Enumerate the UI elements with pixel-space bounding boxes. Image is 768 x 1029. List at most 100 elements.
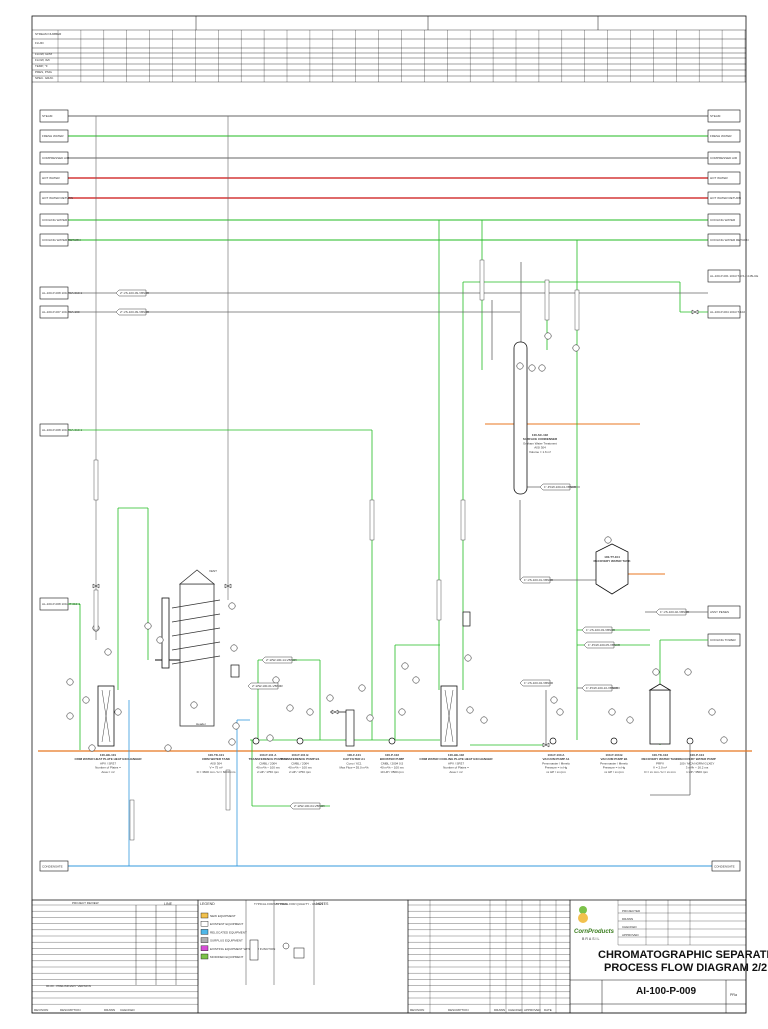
instrument-bubble[interactable] — [516, 362, 524, 370]
instrument-bubble[interactable] — [272, 676, 280, 684]
connector-right-0[interactable]: AL-100-P-001 100-FT-3.5-2.0-BLUE — [707, 269, 758, 283]
utility-right-label: FRESH WATER — [710, 134, 732, 138]
instrument-bubble[interactable] — [228, 602, 236, 610]
instrument-bubble[interactable] — [366, 714, 374, 722]
instrument-bubble[interactable] — [104, 648, 112, 656]
revision-note: 00-00 - PRELIMINARY VERSION — [46, 984, 91, 988]
condensate-left[interactable]: CONDENSATE — [39, 860, 69, 872]
line-tag[interactable]: 1"-PCW-100-04-VBN0R — [539, 483, 577, 491]
instrument-bubble[interactable] — [398, 708, 406, 716]
instrument-bubble[interactable] — [550, 696, 558, 704]
recovery-water-pump[interactable] — [686, 737, 694, 745]
line-tag[interactable]: 1"-VS-100-04-VBN0R — [519, 679, 554, 687]
instrument-bubble[interactable] — [412, 676, 420, 684]
utility-left-6[interactable]: COOLING WATER RETURN — [39, 233, 81, 247]
instrument-bubble[interactable] — [232, 722, 240, 730]
line-tag[interactable]: 1"-PCW-100-05-VBN0R — [583, 641, 621, 649]
utility-right-5[interactable]: COOLING WATER — [707, 213, 741, 227]
booster-pump[interactable] — [388, 737, 396, 745]
utility-right-3[interactable]: HOT WATER — [707, 171, 741, 185]
instrument-bubble[interactable] — [164, 744, 172, 752]
instrument-bubble[interactable] — [114, 708, 122, 716]
equipment-label-line: BOOSTER PUMP — [380, 757, 404, 761]
valve[interactable] — [691, 309, 699, 315]
instrument-bubble[interactable] — [190, 701, 198, 709]
line-tag[interactable]: 2"-WW-100-04-VBN0R — [289, 802, 326, 810]
condensate-right[interactable]: CONDENSATE — [711, 860, 741, 872]
instrument-bubble[interactable] — [556, 708, 564, 716]
utility-left-5[interactable]: COOLING WATER — [39, 213, 69, 227]
instrument-bubble[interactable] — [720, 736, 728, 744]
instrument-bubble[interactable] — [82, 696, 90, 704]
surface-condenser[interactable] — [513, 341, 528, 495]
utility-right-1[interactable]: FRESH WATER — [707, 129, 741, 143]
instrument-bubble[interactable] — [684, 668, 692, 676]
vacuum-pump-a1[interactable] — [549, 737, 557, 745]
line-tag[interactable]: 1"-PCW-100-10-VBN0R — [581, 684, 619, 692]
line-tag[interactable]: 2"-WW-100-01-VBN0R — [247, 682, 284, 690]
valve[interactable] — [542, 742, 550, 748]
instrument-bubble[interactable] — [286, 704, 294, 712]
instrument-bubble[interactable] — [401, 662, 409, 670]
utility-left-3[interactable]: HOT WATER — [39, 171, 69, 185]
recovery-water-tank-upper[interactable] — [595, 543, 629, 595]
instrument-bubble[interactable] — [230, 644, 238, 652]
line-tag[interactable]: 2"-VS-100-09-VBN0R — [115, 289, 150, 297]
line-tag[interactable]: 1"-VS-100-01-VBN0R — [519, 576, 554, 584]
utility-right-6[interactable]: COOLING WATER RETURN — [707, 233, 749, 247]
line-tag[interactable]: 2"-WW-100-14-VBN0R — [261, 656, 298, 664]
valve[interactable] — [331, 709, 339, 715]
instrument-bubble[interactable] — [466, 706, 474, 714]
instrument-bubble[interactable] — [604, 536, 612, 544]
connector-right-2[interactable]: ASSY PENES — [707, 605, 741, 619]
utility-left-1[interactable]: FRESH WATER — [39, 129, 69, 143]
utility-left-2[interactable]: COMPRESSED AIR — [39, 151, 70, 165]
connector-right-3[interactable]: COOLING TOWER — [707, 633, 741, 647]
instrument-bubble[interactable] — [66, 678, 74, 686]
connector-right-1[interactable]: AL-100-P-004 100-FT-102 — [707, 305, 745, 319]
utility-left-4[interactable]: HOT WATER RETURN — [39, 191, 73, 205]
instrument-bubble[interactable] — [480, 716, 488, 724]
transfer-pump-b1[interactable] — [296, 737, 304, 745]
recovery-water-tank[interactable] — [649, 689, 671, 745]
instrument-bubble[interactable] — [608, 708, 616, 716]
transfer-pump-a1[interactable] — [252, 737, 260, 745]
instrument-bubble[interactable] — [626, 716, 634, 724]
instrument-bubble[interactable] — [326, 694, 334, 702]
instrument-bubble[interactable] — [652, 668, 660, 676]
instrument-bubble[interactable] — [144, 622, 152, 630]
drawing-title-1: CHROMATOGRAPHIC SEPARATION — [598, 949, 768, 961]
vacuum-pump-b1[interactable] — [610, 737, 618, 745]
instrument-bubble[interactable] — [88, 744, 96, 752]
instrument-bubble[interactable] — [538, 364, 546, 372]
instrument-bubble[interactable] — [66, 712, 74, 720]
company-name: CornProducts — [574, 929, 615, 935]
line-tag[interactable]: 1"-VS-100-02-VBN0R — [655, 608, 690, 616]
line-tag[interactable]: 1"-VS-100-03-VBN0R — [581, 626, 616, 634]
instrument-bubble[interactable] — [306, 708, 314, 716]
instrument-bubble[interactable] — [544, 332, 552, 340]
tank-agitator-motor[interactable] — [230, 664, 240, 678]
flow-meter[interactable] — [462, 611, 471, 627]
instrument-bubble[interactable] — [358, 684, 366, 692]
valve[interactable] — [224, 583, 232, 589]
instrument-bubble[interactable] — [572, 344, 580, 352]
stream-table — [32, 29, 746, 83]
instrument-bubble[interactable] — [156, 636, 164, 644]
utility-right-2[interactable]: COMPRESSED AIR — [707, 151, 741, 165]
instrument-bubble[interactable] — [708, 708, 716, 716]
crim-water-tank[interactable] — [179, 583, 215, 727]
valve[interactable] — [92, 583, 100, 589]
instrument-bubble[interactable] — [266, 734, 274, 742]
utility-right-0[interactable]: STEAM — [707, 109, 741, 123]
instrument-bubble[interactable] — [464, 654, 472, 662]
utility-right-4[interactable]: HOT WATER RETURN — [707, 191, 741, 205]
instrument-bubble[interactable] — [228, 738, 236, 746]
cap-filter-a1[interactable] — [345, 709, 355, 747]
utility-left-0[interactable]: STEAM — [39, 109, 69, 123]
line-tag[interactable]: 2"-VS-100-09-VBN0R — [115, 308, 150, 316]
connector-left-2[interactable]: AL-100-P-008 100-TDA-010-1 — [39, 423, 83, 437]
instrument-bubble[interactable] — [528, 364, 536, 372]
drawing-title-2: PROCESS FLOW DIAGRAM 2/2 — [604, 962, 767, 974]
